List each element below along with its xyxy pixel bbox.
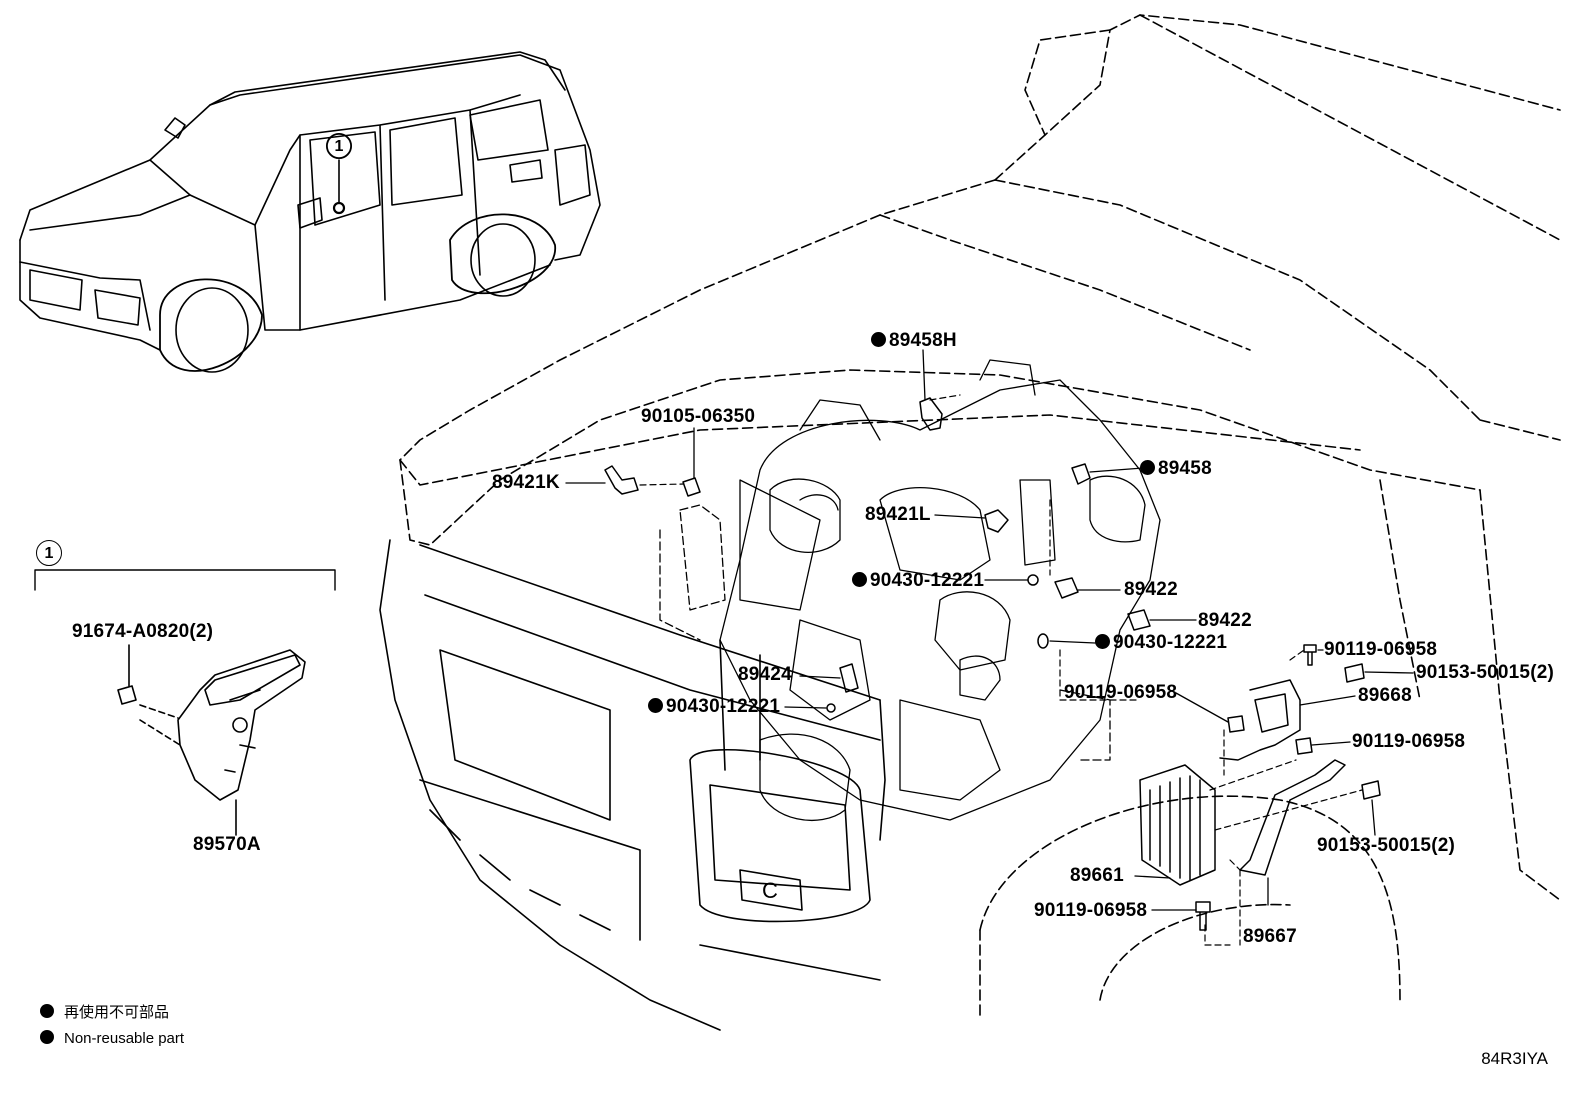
part-number: 91674-A0820(2): [72, 621, 214, 642]
part-label-89570A[interactable]: 89570A: [193, 835, 261, 855]
part-label-89422-lower[interactable]: 89422: [1198, 611, 1252, 631]
vehicle-front-section-drawing: [399, 14, 1561, 901]
callout-marker-vehicle: 1: [326, 133, 352, 159]
part-number: 90153-50015(2): [1416, 662, 1555, 683]
part-label-89668[interactable]: 89668: [1358, 686, 1412, 706]
part-number: 89667: [1243, 926, 1297, 947]
part-label-90430-12221-upper[interactable]: 90430-12221: [852, 571, 984, 591]
part-number: 89458H: [889, 330, 957, 351]
part-label-91674-A0820[interactable]: 91674-A0820(2): [72, 622, 213, 642]
part-number: 90119-06958: [1034, 900, 1148, 921]
non-reusable-dot-icon: [1095, 634, 1110, 649]
part-number: 90430-12221: [666, 696, 781, 717]
part-number: 90153-50015(2): [1317, 835, 1456, 856]
part-label-89421L[interactable]: 89421L: [865, 505, 931, 525]
legend-text-en: Non-reusable part: [64, 1030, 185, 1047]
part-label-90153-50015-lower[interactable]: 90153-50015(2): [1317, 836, 1455, 856]
engine-assembly-drawing: [659, 359, 1161, 822]
svg-text:C: C: [762, 878, 778, 903]
part-label-90119-06958-top[interactable]: 90119-06958: [1324, 640, 1437, 660]
diagram-code: 84R3IYA: [1481, 1049, 1548, 1068]
vehicle-overview-drawing: [19, 51, 601, 373]
part-number: 90430-12221: [870, 570, 985, 591]
part-number: 89424: [738, 664, 792, 685]
part-label-90119-06958-middle[interactable]: 90119-06958: [1064, 683, 1177, 703]
non-reusable-dot-icon: [40, 1030, 54, 1044]
part-label-89421K[interactable]: 89421K: [492, 473, 560, 493]
part-label-89661[interactable]: 89661: [1070, 866, 1124, 886]
legend-text-jp: 再使用不可部品: [64, 1004, 170, 1021]
part-number: 90119-06958: [1352, 731, 1466, 752]
part-label-89424[interactable]: 89424: [738, 665, 792, 685]
part-label-90119-06958-right[interactable]: 90119-06958: [1352, 732, 1465, 752]
leader-lines: [565, 349, 1414, 911]
part-label-89458[interactable]: 89458: [1140, 459, 1212, 479]
part-label-90105-06350[interactable]: 90105-06350: [641, 407, 755, 427]
wheel-arch-drawing: [979, 795, 1401, 1021]
part-number: 89570A: [193, 834, 261, 855]
part-label-89458H[interactable]: 89458H: [871, 331, 957, 351]
callout-marker-inset: 1: [36, 540, 62, 566]
part-number: 89661: [1070, 865, 1124, 886]
part-number: 90105-06350: [641, 406, 756, 427]
part-number: 89422: [1124, 579, 1178, 600]
part-number: 89458: [1158, 458, 1212, 479]
part-label-90153-50015-top[interactable]: 90153-50015(2): [1416, 663, 1554, 683]
legend-row-english: Non-reusable part: [40, 1030, 184, 1048]
part-number: 89422: [1198, 610, 1252, 631]
part-label-89422-upper[interactable]: 89422: [1124, 580, 1178, 600]
part-number: 90119-06958: [1324, 639, 1438, 660]
part-label-89667[interactable]: 89667: [1243, 927, 1297, 947]
part-number: 90119-06958: [1064, 682, 1178, 703]
part-number: 89668: [1358, 685, 1412, 706]
part-number: 90430-12221: [1113, 632, 1228, 653]
non-reusable-dot-icon: [852, 572, 867, 587]
part-label-90119-06958-bottom[interactable]: 90119-06958: [1034, 901, 1147, 921]
part-number: 89421L: [865, 504, 931, 525]
non-reusable-dot-icon: [871, 332, 886, 347]
part-label-90430-12221-lower[interactable]: 90430-12221: [648, 697, 780, 717]
dashed-guide-lines: [639, 394, 1363, 946]
non-reusable-dot-icon: [40, 1004, 54, 1018]
front-bumper-drawing: C: [379, 539, 886, 1031]
inset-detail: [34, 569, 336, 836]
legend-row-japanese: 再使用不可部品: [40, 1004, 169, 1022]
non-reusable-dot-icon: [648, 698, 663, 713]
part-label-90430-12221-middle[interactable]: 90430-12221: [1095, 633, 1227, 653]
part-number: 89421K: [492, 472, 560, 493]
non-reusable-dot-icon: [1140, 460, 1155, 475]
component-glyphs: [604, 397, 1381, 931]
